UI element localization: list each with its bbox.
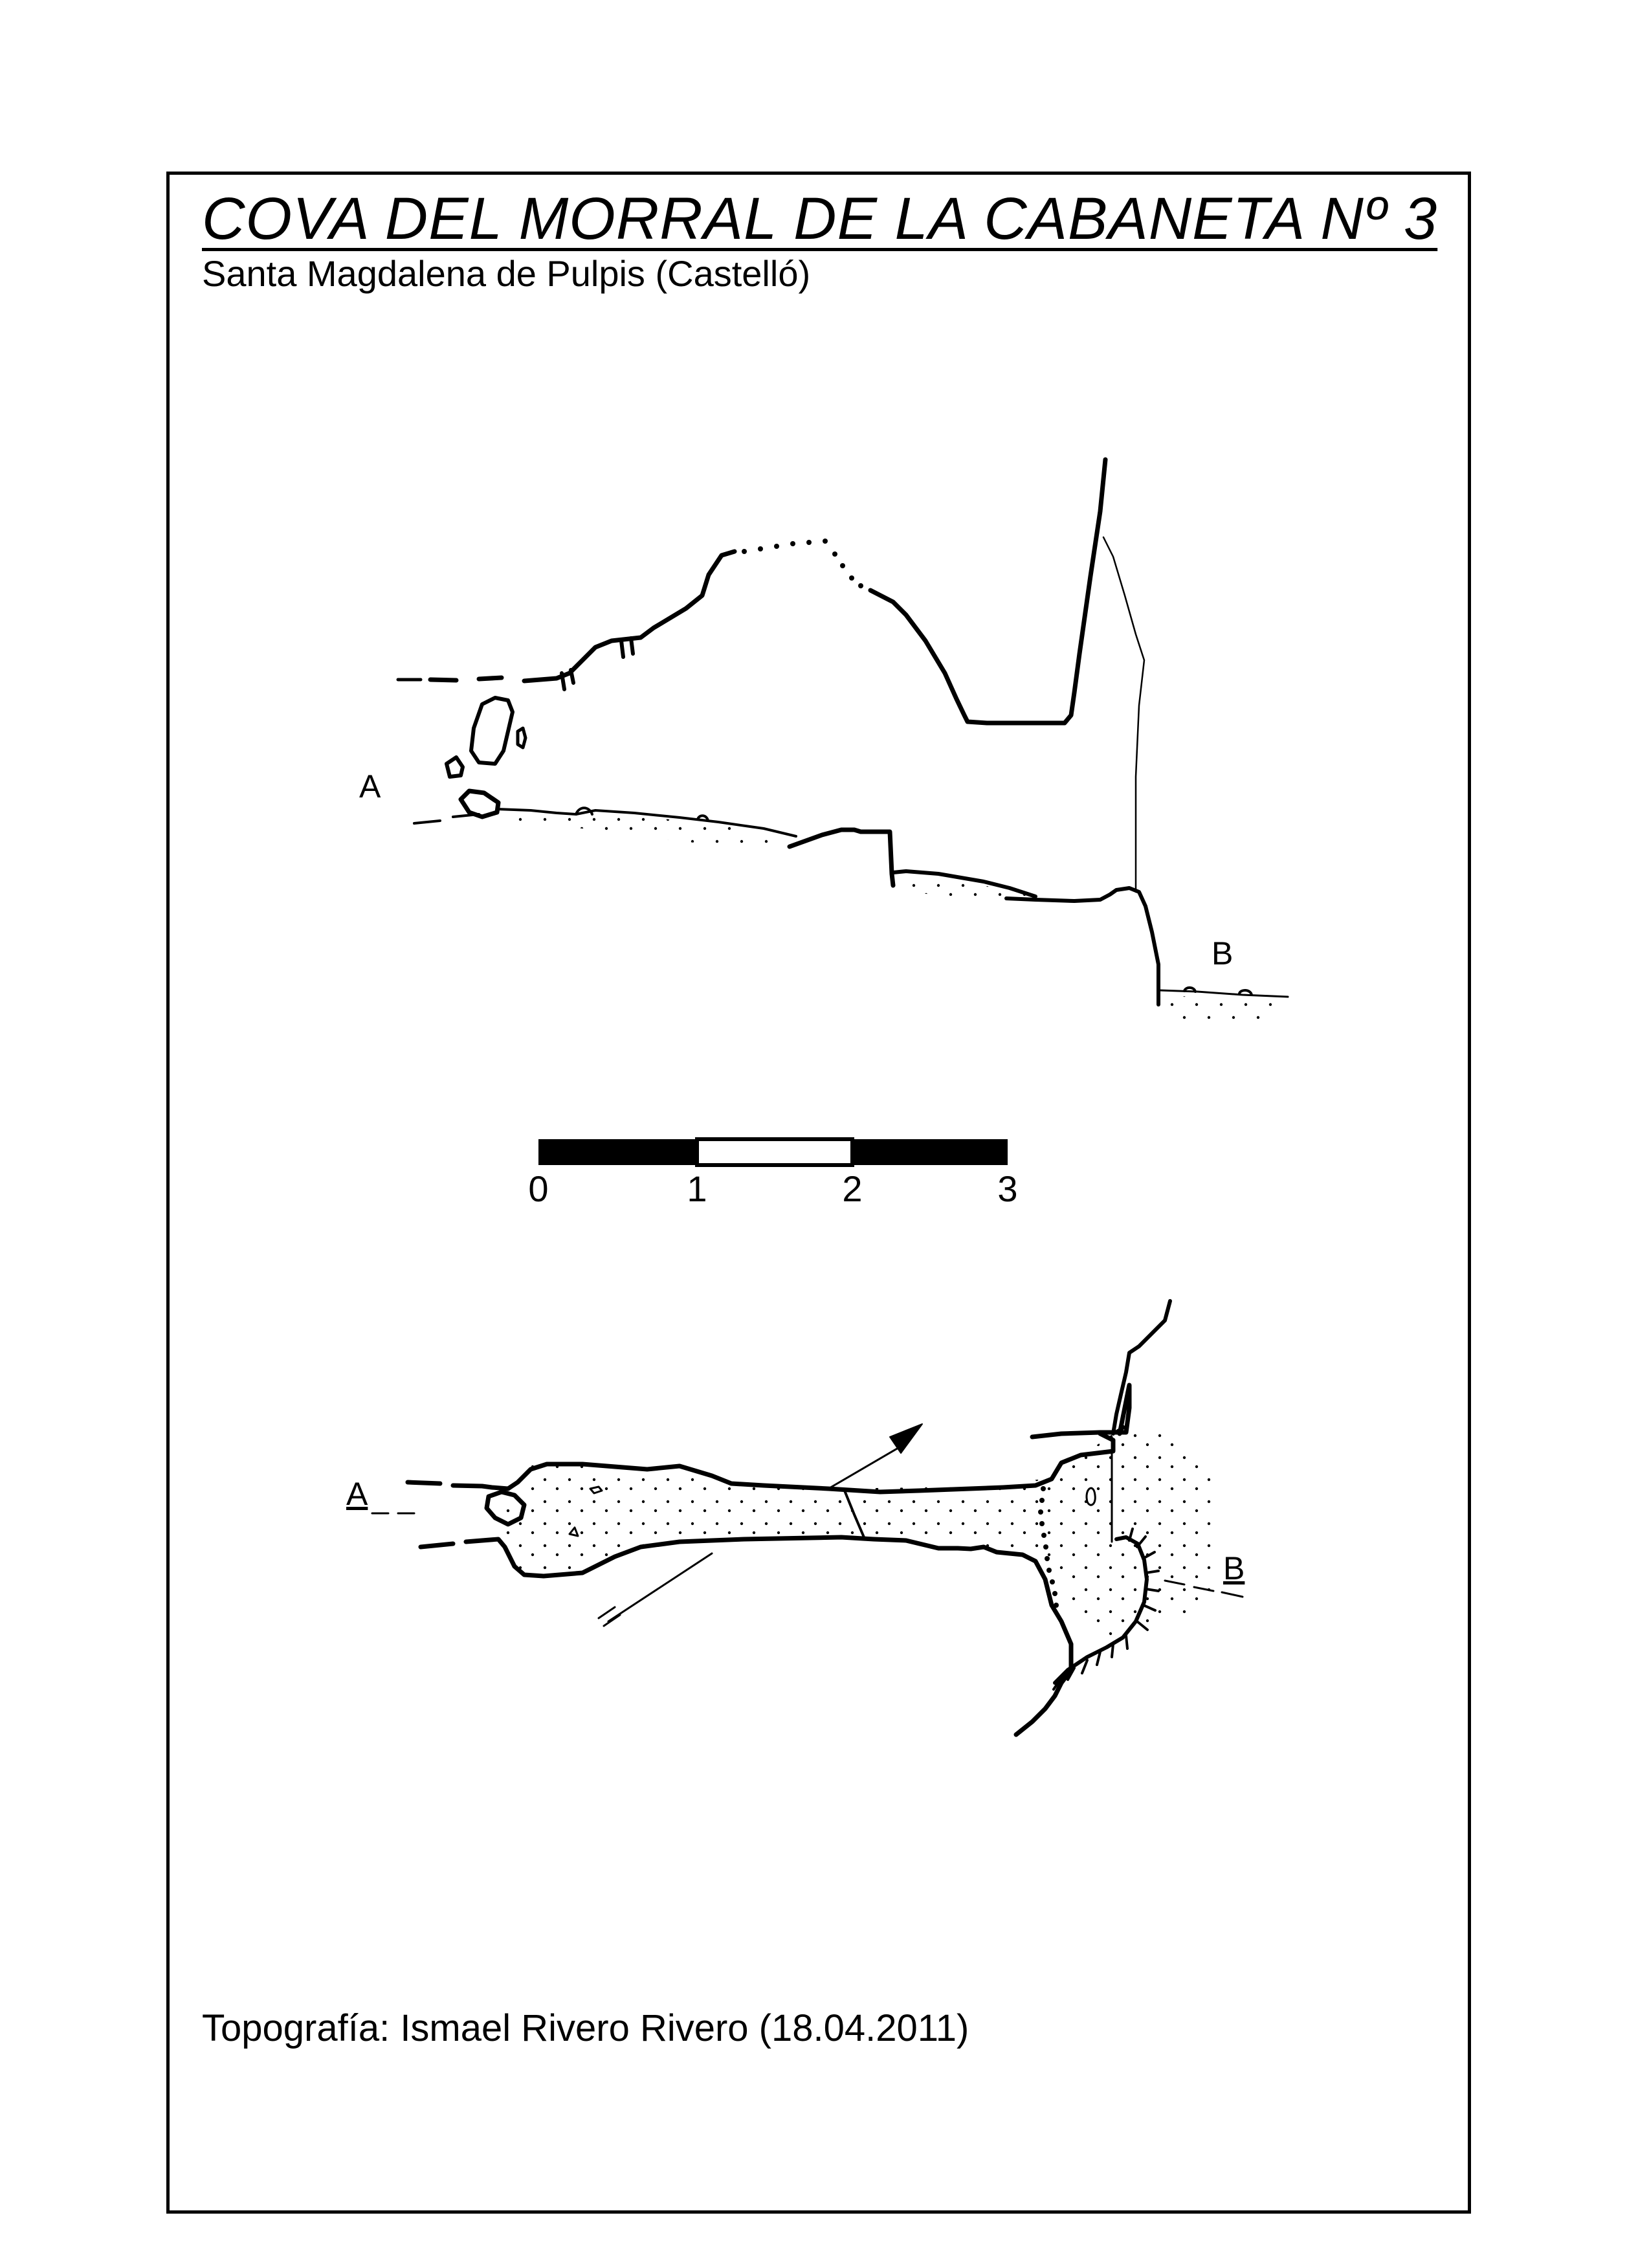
- section-sediment: [505, 814, 777, 849]
- map-frame: [166, 172, 1471, 2214]
- section-entrance-profile: [1102, 536, 1145, 893]
- section-block: [458, 788, 501, 819]
- plan-label-b: B: [1223, 1550, 1245, 1586]
- section-exterior-ground: [1158, 989, 1289, 998]
- scale-tick-0: 0: [528, 1168, 548, 1209]
- plan-entrance-rock: [484, 1489, 527, 1527]
- north-arrow-head: [889, 1423, 923, 1454]
- section-block: [445, 755, 465, 779]
- scale-segment-1-2: [695, 1137, 854, 1167]
- location-subtitle: Santa Magdalena de Pulpis (Castelló): [202, 253, 811, 294]
- longitudinal-section: [396, 457, 1289, 1023]
- plan-drop-edge: [1053, 1535, 1149, 1685]
- section-shaft-wall: [868, 457, 1108, 726]
- section-label-b: B: [1212, 935, 1233, 972]
- plan-dotted-line: [1038, 1486, 1059, 1608]
- section-stalactites: [560, 636, 635, 691]
- plan-wall-lower: [418, 1535, 1074, 1737]
- scale-bar: [538, 1137, 1008, 1167]
- plan-rock: [589, 1485, 603, 1495]
- section-block: [469, 696, 515, 766]
- section-roof-dots: [742, 539, 863, 588]
- section-floor-lower: [891, 869, 1160, 995]
- plan-wall-upper: [405, 1431, 1116, 1495]
- topography-credit: Topografía: Ismael Rivero Rivero (18.04.…: [202, 2007, 969, 2049]
- section-pebbles: [575, 806, 1253, 996]
- scale-segment-2-3: [852, 1139, 1008, 1165]
- plan-rock: [1085, 1487, 1096, 1506]
- scale-tick-2: 2: [842, 1168, 862, 1209]
- section-floor: [413, 808, 797, 838]
- north-arrow-line: [607, 1442, 907, 1623]
- section-floor-step: [787, 827, 896, 888]
- section-label-a: A: [359, 768, 381, 805]
- section-block: [516, 726, 527, 750]
- section-sediment: [896, 877, 1035, 901]
- scale-segment-0-1: [538, 1139, 697, 1165]
- plan-section-line-b: [1164, 1579, 1244, 1598]
- plan-wall-upper-right: [1030, 1383, 1132, 1440]
- section-sediment: [1162, 995, 1281, 1023]
- section-ceiling: [428, 549, 737, 684]
- plan-view: [371, 1299, 1244, 1737]
- scale-tick-1: 1: [687, 1168, 707, 1209]
- plan-label-a: A: [346, 1476, 368, 1512]
- cave-title: COVA DEL MORRAL DE LA CABANETA Nº 3: [202, 186, 1438, 252]
- scale-tick-3: 3: [997, 1168, 1017, 1209]
- plan-rock: [568, 1526, 579, 1537]
- north-arrow-tail: [597, 1606, 621, 1627]
- plan-drop-hatching: [1052, 1528, 1160, 1691]
- plan-constriction-line: [843, 1489, 865, 1539]
- plan-exterior-wall: [1111, 1299, 1172, 1436]
